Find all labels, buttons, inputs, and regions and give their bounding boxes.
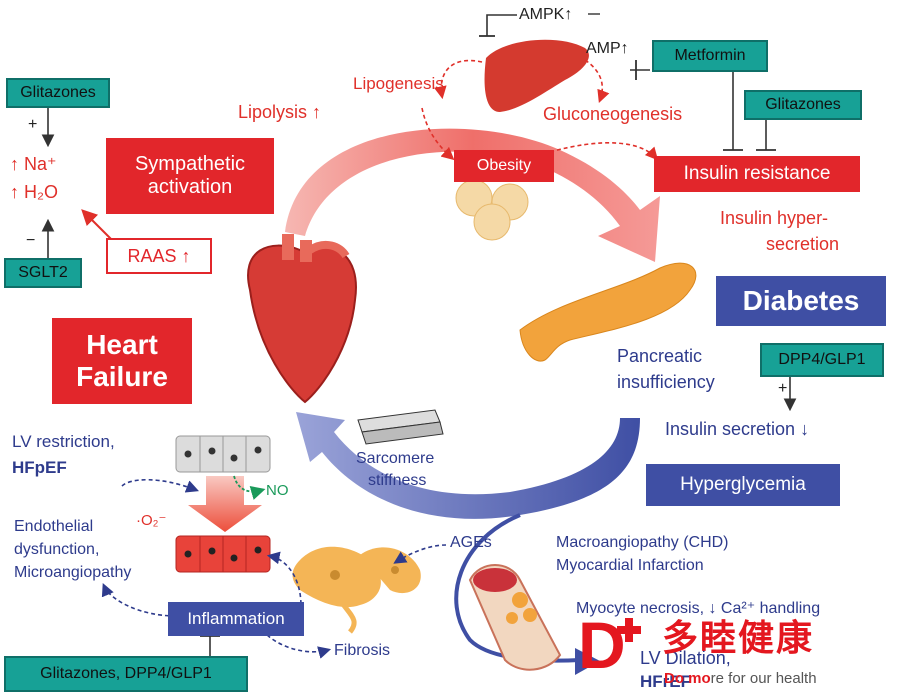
insulin-hypersecretion-line-1: Insulin hyper- [720,208,829,228]
dysfunction-arrow [188,476,262,532]
glitazones-left-box: Glitazones [6,78,110,108]
heart-failure-line-1: Heart [86,328,158,360]
lipolysis-label: Lipolysis ↑ [238,102,322,122]
endothelial-line-1: Endothelial [14,518,94,535]
stimulation-sign-dpp4: + [778,380,788,397]
lipogenesis-label: Lipogenesis [353,74,444,93]
superoxide-label: ·O₂⁻ [136,512,167,529]
water-label: ↑ H₂O [10,182,58,202]
heart-failure-box: Heart Failure [52,318,192,404]
logo-chinese-name: 多睦健康 [662,617,815,658]
metformin-box: Metformin [652,40,768,72]
sarcomere-icon [357,409,444,445]
lv-dilation-label: LV Dilation, [640,648,731,668]
diabetes-box: Diabetes [716,276,886,326]
sympathetic-activation-box: Sympathetic activation [106,138,274,214]
logo-tagline-part-1: Do mo [664,670,711,687]
macroangiopathy-label: Macroangiopathy (CHD) [556,534,729,551]
glitazones-dpp4-box: Glitazones, DPP4/GLP1 [4,656,248,692]
endothelial-line-3: Microangiopathy [14,564,132,581]
red-cycle-arrow [285,128,660,262]
myocyte-necrosis-label: Myocyte necrosis, ↓ Ca²⁺ handling [576,600,821,617]
heart-icon [247,234,357,404]
fat-cells-icon [455,179,529,241]
ampk-label: AMPK↑ [519,6,573,23]
logo-tagline-part-2: re for our health [710,670,817,687]
obesity-box: Obesity [454,150,554,182]
insulin-secretion-label: Insulin secretion ↓ [665,419,810,439]
logo-d-mark: D [578,608,626,682]
liver-icon [484,39,589,112]
sodium-label: ↑ Na⁺ [10,154,57,174]
fibroblast-cells-icon [292,546,421,634]
ages-label: AGEs [450,534,492,551]
fibrosis-label: Fibrosis [334,642,391,659]
pancreatic-insufficiency-line-2: insufficiency [617,372,715,392]
pancreas-icon [519,262,697,362]
sympathetic-line-1: Sympathetic [134,153,246,175]
hfpef-label: HFpEF [12,458,67,477]
stimulation-sign-glitazones: + [28,116,38,133]
pancreatic-insufficiency-line-1: Pancreatic [617,346,703,366]
inhibition-sign-sglt2: − [26,232,36,249]
inflammation-box: Inflammation [168,602,304,636]
amp-label: AMP↑ [586,40,629,57]
sarcomere-label-line-1: Sarcomere [356,450,435,467]
sglt2-box: SGLT2 [4,258,82,288]
insulin-hypersecretion-line-2: secretion [766,234,840,254]
dysfunctional-endothelial-cells-icon [175,535,271,573]
blue-cycle-arrow [296,412,640,519]
hfref-label: HFrEF [640,672,691,691]
heart-failure-line-2: Failure [76,361,168,392]
raas-box: RAAS ↑ [106,238,212,274]
myocardial-infarction-label: Myocardial Infarction [556,557,704,574]
glitazones-top-box: Glitazones [744,90,862,120]
nitric-oxide-label: NO [266,482,289,499]
endothelial-line-2: dysfunction, [14,541,100,558]
healthy-endothelial-cells-icon [175,435,271,473]
gluconeogenesis-label: Gluconeogenesis [543,104,683,124]
lv-restriction-label: LV restriction, [12,432,115,451]
hyperglycemia-box: Hyperglycemia [646,464,840,506]
sympathetic-line-2: activation [147,176,233,198]
insulin-resistance-box: Insulin resistance [654,156,860,192]
dpp4-glp1-box: DPP4/GLP1 [760,343,884,377]
artery-icon [468,564,562,671]
logo-tagline: Do more for our health [664,670,817,687]
sarcomere-label-line-2: stiffness [368,472,427,489]
